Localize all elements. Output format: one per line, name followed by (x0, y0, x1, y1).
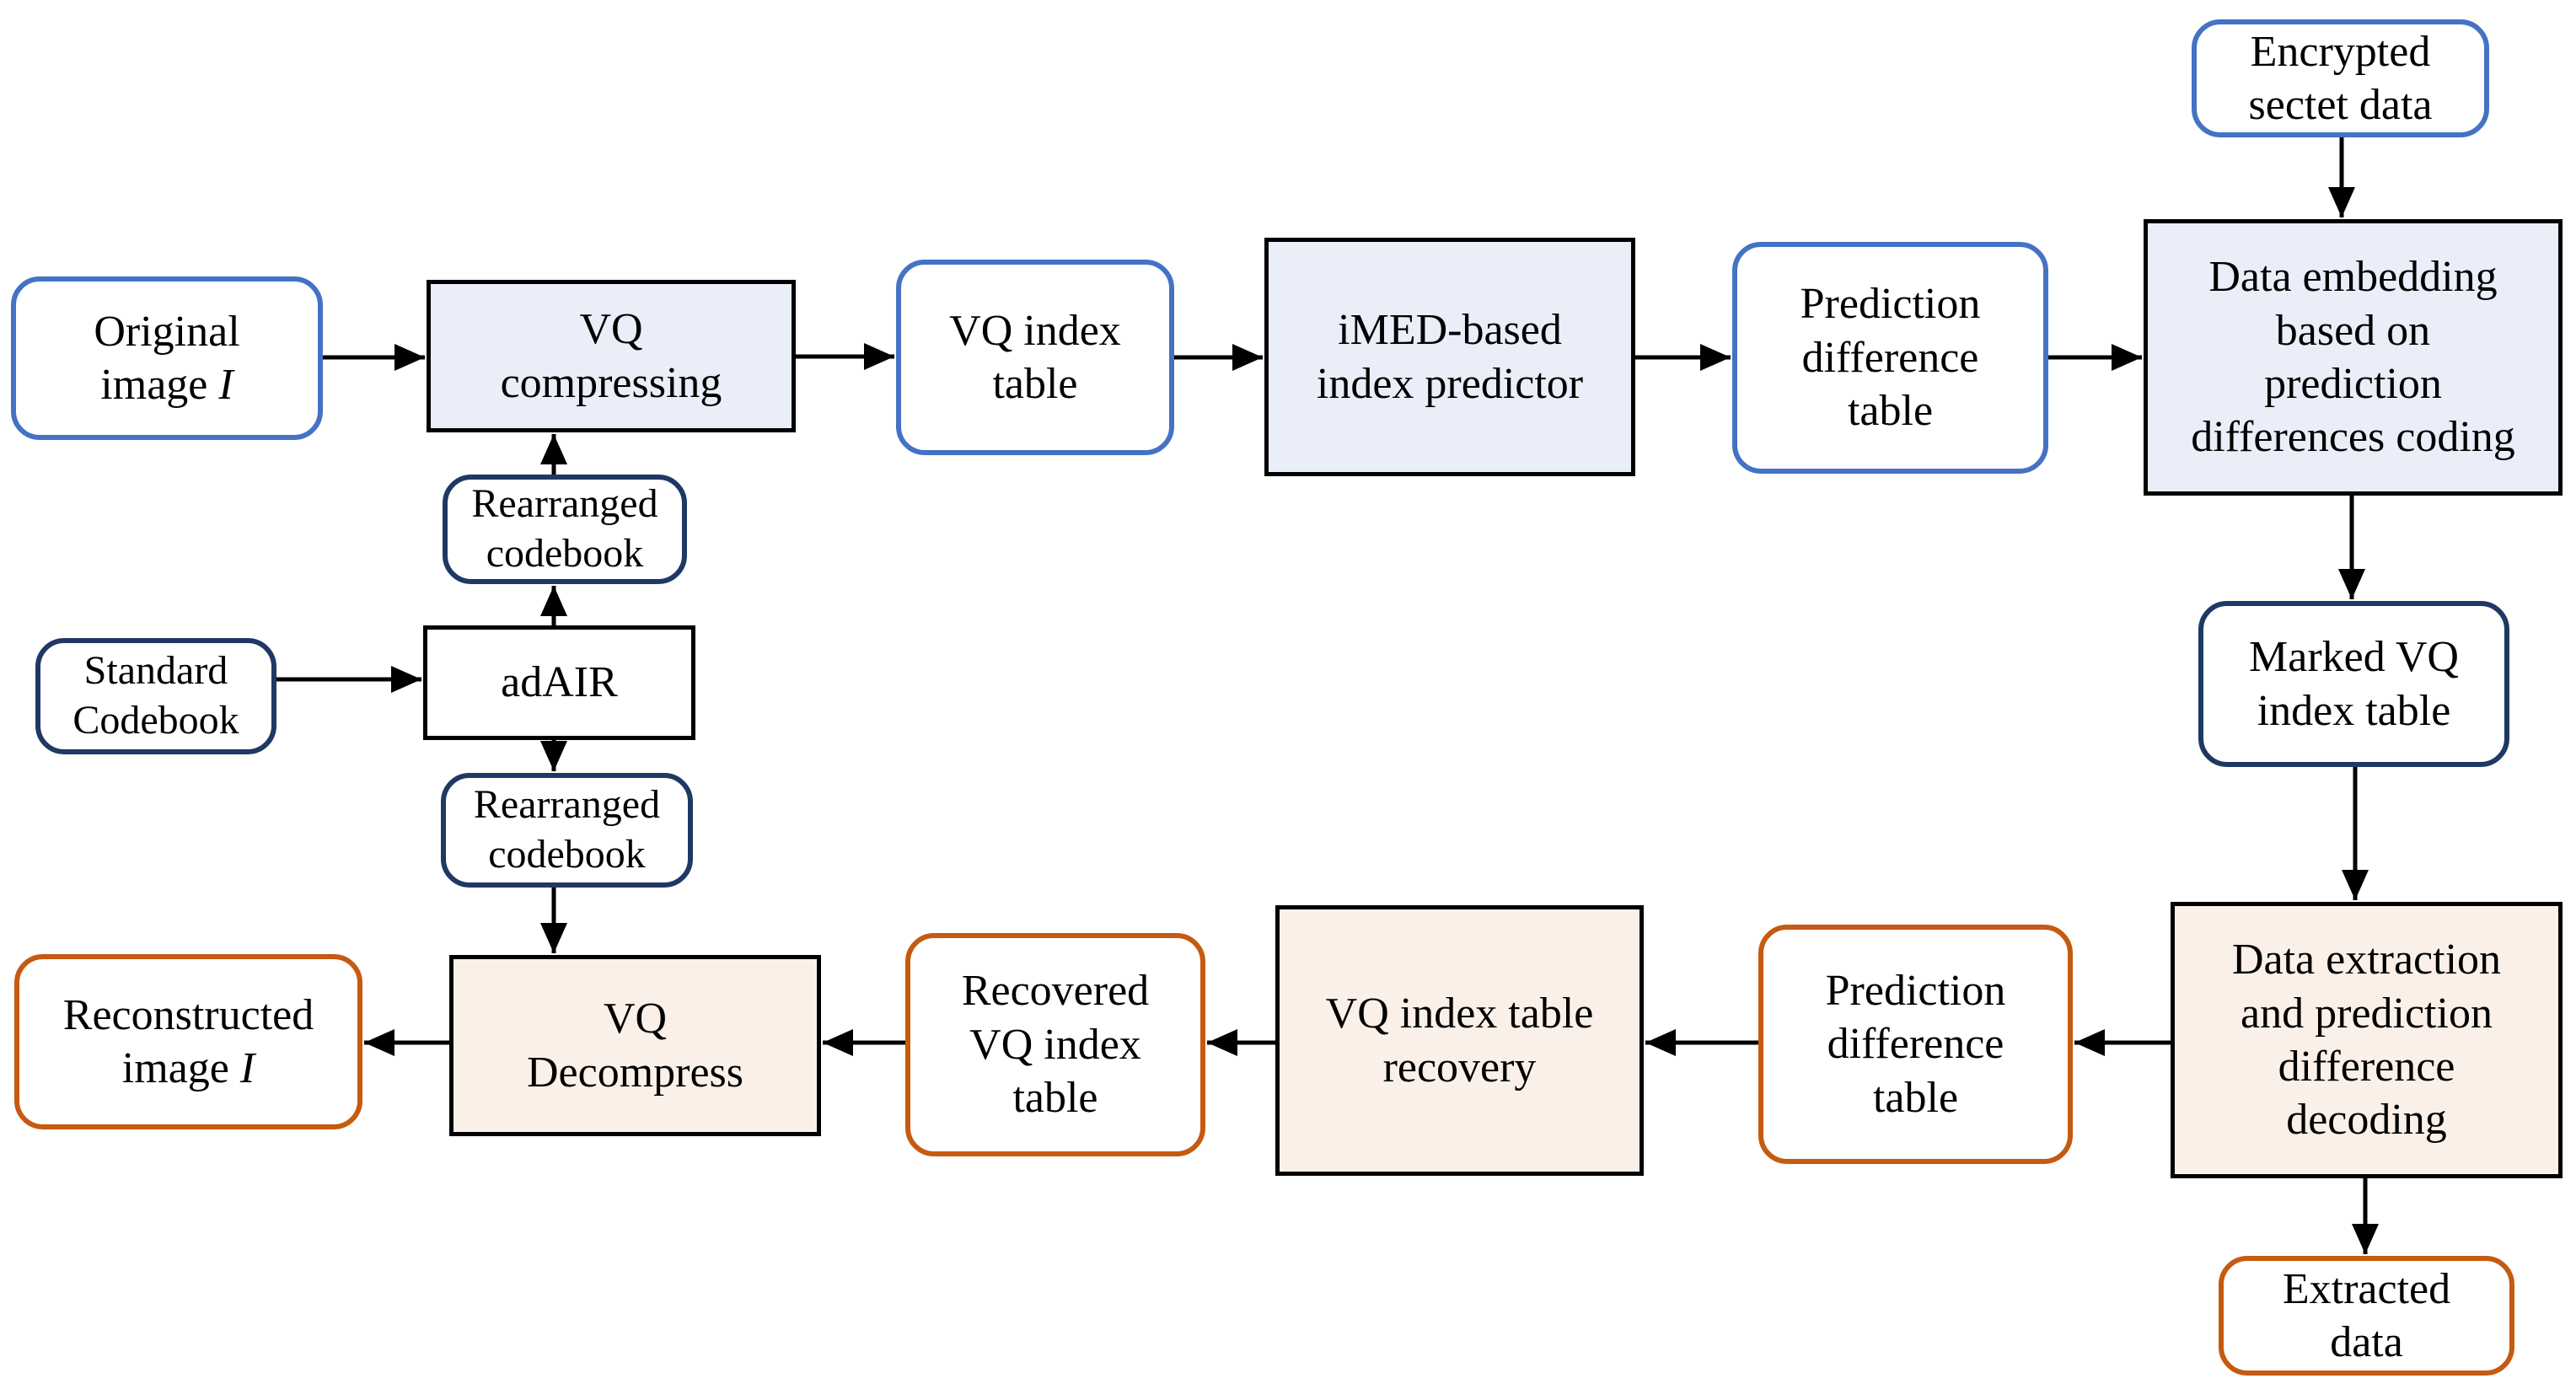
node-label: Encrypted sectet data (2248, 27, 2433, 129)
node-original-image: Original image I (11, 276, 323, 440)
node-adair: adAIR (423, 625, 695, 740)
node-encrypted-secret-data: Encrypted sectet data (2192, 19, 2489, 137)
node-label: Original image I (94, 307, 240, 409)
node-prediction-difference-table-top: Prediction difference table (1732, 242, 2048, 474)
node-rearranged-codebook-top: Rearranged codebook (443, 475, 687, 584)
node-data-embedding: Data embedding based on prediction diffe… (2144, 219, 2563, 496)
node-vq-index-table: VQ index table (896, 260, 1174, 455)
node-label: Prediction difference table (1825, 966, 2006, 1122)
node-label: Data extraction and prediction differenc… (2231, 936, 2502, 1145)
node-recovered-vq-index-table: Recovered VQ index table (905, 933, 1205, 1156)
node-label: Prediction difference table (1800, 280, 1981, 436)
node-rearranged-codebook-bottom: Rearranged codebook (441, 773, 693, 888)
node-label: Recovered VQ index table (961, 967, 1150, 1123)
node-label: Rearranged codebook (473, 782, 661, 877)
node-vq-index-table-recovery: VQ index table recovery (1275, 905, 1644, 1176)
node-label: Marked VQ index table (2249, 633, 2459, 735)
node-label: iMED-based index predictor (1316, 306, 1584, 408)
node-prediction-difference-table-bottom: Prediction difference table (1758, 925, 2073, 1164)
node-reconstructed-image: Reconstructed image I (14, 954, 362, 1129)
node-label: Data embedding based on prediction diffe… (2191, 253, 2515, 462)
node-label: VQ compressing (500, 305, 722, 407)
node-imed-index-predictor: iMED-based index predictor (1264, 238, 1635, 476)
node-extracted-data: Extracted data (2219, 1256, 2514, 1376)
node-data-extraction: Data extraction and prediction differenc… (2171, 902, 2563, 1178)
node-vq-decompress: VQ Decompress (449, 955, 821, 1136)
node-label: adAIR (501, 658, 618, 707)
node-label: Rearranged codebook (471, 481, 658, 576)
node-vq-compressing: VQ compressing (427, 280, 796, 432)
node-label: VQ index table (949, 306, 1121, 408)
node-standard-codebook: Standard Codebook (35, 638, 276, 754)
node-label: Standard Codebook (72, 648, 239, 743)
node-label: VQ Decompress (526, 995, 744, 1097)
node-label: Extracted data (2282, 1264, 2451, 1366)
node-label: Reconstructed image I (62, 990, 314, 1092)
node-label: VQ index table recovery (1325, 990, 1594, 1092)
node-marked-vq-index-table: Marked VQ index table (2198, 601, 2509, 767)
